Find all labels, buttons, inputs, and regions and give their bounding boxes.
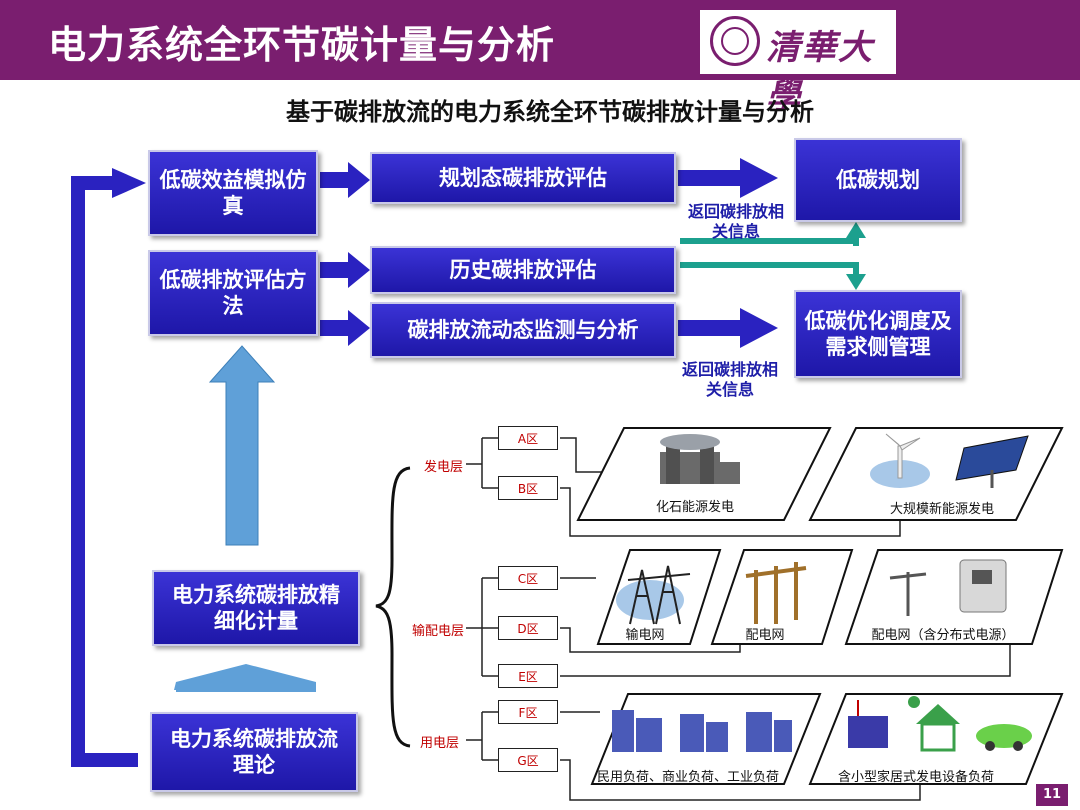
use-layer-label: 用电层 <box>420 736 460 751</box>
fine-measurement-box: 电力系统碳排放精细化计量 <box>152 570 360 646</box>
return-arrowhead <box>112 168 146 198</box>
zone-c: C区 <box>498 566 558 590</box>
city-buildings-icon <box>612 710 792 752</box>
charging-station-icon <box>959 559 1007 613</box>
return-path-arrow <box>71 176 138 767</box>
low-carbon-planning-box: 低碳规划 <box>794 138 962 222</box>
layer-brace <box>375 466 411 748</box>
slide-title: 电力系统全环节碳计量与分析 <box>48 23 556 67</box>
logo-text: 清華大學 <box>766 28 874 117</box>
distribution-caption: 配电网 <box>745 628 785 643</box>
wind-turbine-icon <box>870 433 930 488</box>
page-number: 11 <box>1036 784 1068 806</box>
low-carbon-simulation-box: 低碳效益模拟仿真 <box>148 150 318 236</box>
carbon-flow-theory-box: 电力系统碳排放流理论 <box>150 712 358 792</box>
zone-e: E区 <box>498 664 558 688</box>
history-eval-box: 历史碳排放评估 <box>370 246 676 294</box>
planning-eval-box: 规划态碳排放评估 <box>370 152 676 204</box>
solar-panel-icon <box>955 435 1029 488</box>
low-carbon-dispatch-box: 低碳优化调度及需求侧管理 <box>794 290 962 378</box>
loads-caption: 民用负荷、商业负荷、工业负荷 <box>596 770 779 785</box>
up-arrow-large <box>208 345 276 546</box>
header-bar: 电力系统全环节碳计量与分析 清華大學 <box>0 0 1080 117</box>
power-plant-icon <box>660 434 740 484</box>
feedback-label-bottom: 返回碳排放相关信息 <box>681 360 778 399</box>
flow-arrows-left <box>320 162 370 346</box>
zone-d: D区 <box>498 616 558 640</box>
diagram-subtitle: 基于碳排放流的电力系统全环节碳排放计量与分析 <box>286 98 814 126</box>
distribution-pole-icon <box>889 572 927 616</box>
zone-connectors <box>466 437 1011 801</box>
dynamic-monitor-box: 碳排放流动态监测与分析 <box>370 302 676 358</box>
gen-layer-label: 发电层 <box>424 460 464 475</box>
electric-car-icon <box>976 724 1032 751</box>
university-logo: 清華大學 <box>700 10 896 117</box>
transmission-caption: 输电网 <box>625 628 665 643</box>
transmission-tower-icon <box>616 565 691 625</box>
zone-f: F区 <box>498 700 558 724</box>
wind-house-icon <box>848 700 888 748</box>
house-icon <box>908 696 960 752</box>
zone-a: A区 <box>498 426 558 450</box>
zone-g: G区 <box>498 748 558 772</box>
utility-pole-icon <box>745 562 807 624</box>
zone-b: B区 <box>498 476 558 500</box>
seal-icon <box>710 16 760 66</box>
td-layer-label: 输配电层 <box>412 624 465 639</box>
flow-arrows-right <box>678 158 778 348</box>
low-carbon-method-box: 低碳排放评估方法 <box>148 250 318 336</box>
home-gen-caption: 含小型家居式发电设备负荷 <box>837 770 994 785</box>
renewable-caption: 大规模新能源发电 <box>889 502 994 517</box>
feedback-arrows <box>680 222 866 290</box>
distribution-der-caption: 配电网（含分布式电源） <box>871 628 1015 643</box>
feedback-label-top: 返回碳排放相关信息 <box>687 202 784 241</box>
fossil-caption: 化石能源发电 <box>655 500 734 515</box>
